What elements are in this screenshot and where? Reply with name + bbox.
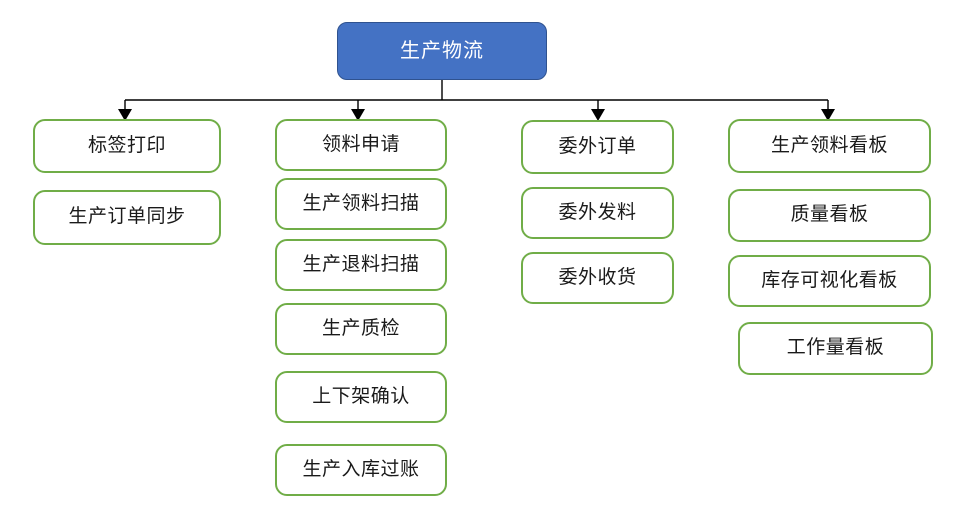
leaf-node[interactable]: 委外发料	[521, 187, 674, 239]
root-node-production-logistics[interactable]: 生产物流	[337, 22, 547, 80]
leaf-node-label: 生产领料扫描	[302, 192, 420, 214]
leaf-node[interactable]: 生产领料看板	[728, 119, 931, 173]
leaf-node-label: 生产退料扫描	[302, 253, 420, 275]
leaf-node[interactable]: 委外订单	[521, 120, 674, 174]
leaf-node[interactable]: 生产领料扫描	[275, 178, 447, 230]
leaf-node[interactable]: 质量看板	[728, 189, 931, 242]
leaf-node-label: 委外收货	[558, 266, 637, 288]
leaf-node[interactable]: 委外收货	[521, 252, 674, 304]
leaf-node[interactable]: 生产入库过账	[275, 444, 447, 496]
leaf-node-label: 生产领料看板	[770, 134, 888, 156]
leaf-node[interactable]: 生产质检	[275, 303, 447, 355]
leaf-node-label: 上下架确认	[312, 385, 410, 407]
leaf-node[interactable]: 库存可视化看板	[728, 255, 931, 307]
leaf-node-label: 领料申请	[321, 133, 400, 155]
leaf-node[interactable]: 标签打印	[33, 119, 221, 173]
leaf-node-label: 库存可视化看板	[761, 269, 898, 291]
leaf-node[interactable]: 上下架确认	[275, 371, 447, 423]
root-node-label: 生产物流	[400, 40, 484, 62]
leaf-node-label: 生产订单同步	[68, 206, 186, 228]
leaf-node[interactable]: 生产退料扫描	[275, 239, 447, 291]
leaf-node[interactable]: 领料申请	[275, 119, 447, 171]
leaf-node-label: 标签打印	[87, 134, 166, 156]
leaf-node[interactable]: 工作量看板	[738, 322, 933, 375]
leaf-node-label: 生产质检	[321, 317, 400, 339]
leaf-node-label: 工作量看板	[786, 337, 885, 359]
leaf-node[interactable]: 生产订单同步	[33, 190, 221, 245]
leaf-node-label: 生产入库过账	[302, 458, 420, 480]
leaf-node-label: 质量看板	[790, 204, 869, 226]
leaf-node-label: 委外发料	[558, 201, 637, 223]
leaf-node-label: 委外订单	[558, 135, 637, 157]
